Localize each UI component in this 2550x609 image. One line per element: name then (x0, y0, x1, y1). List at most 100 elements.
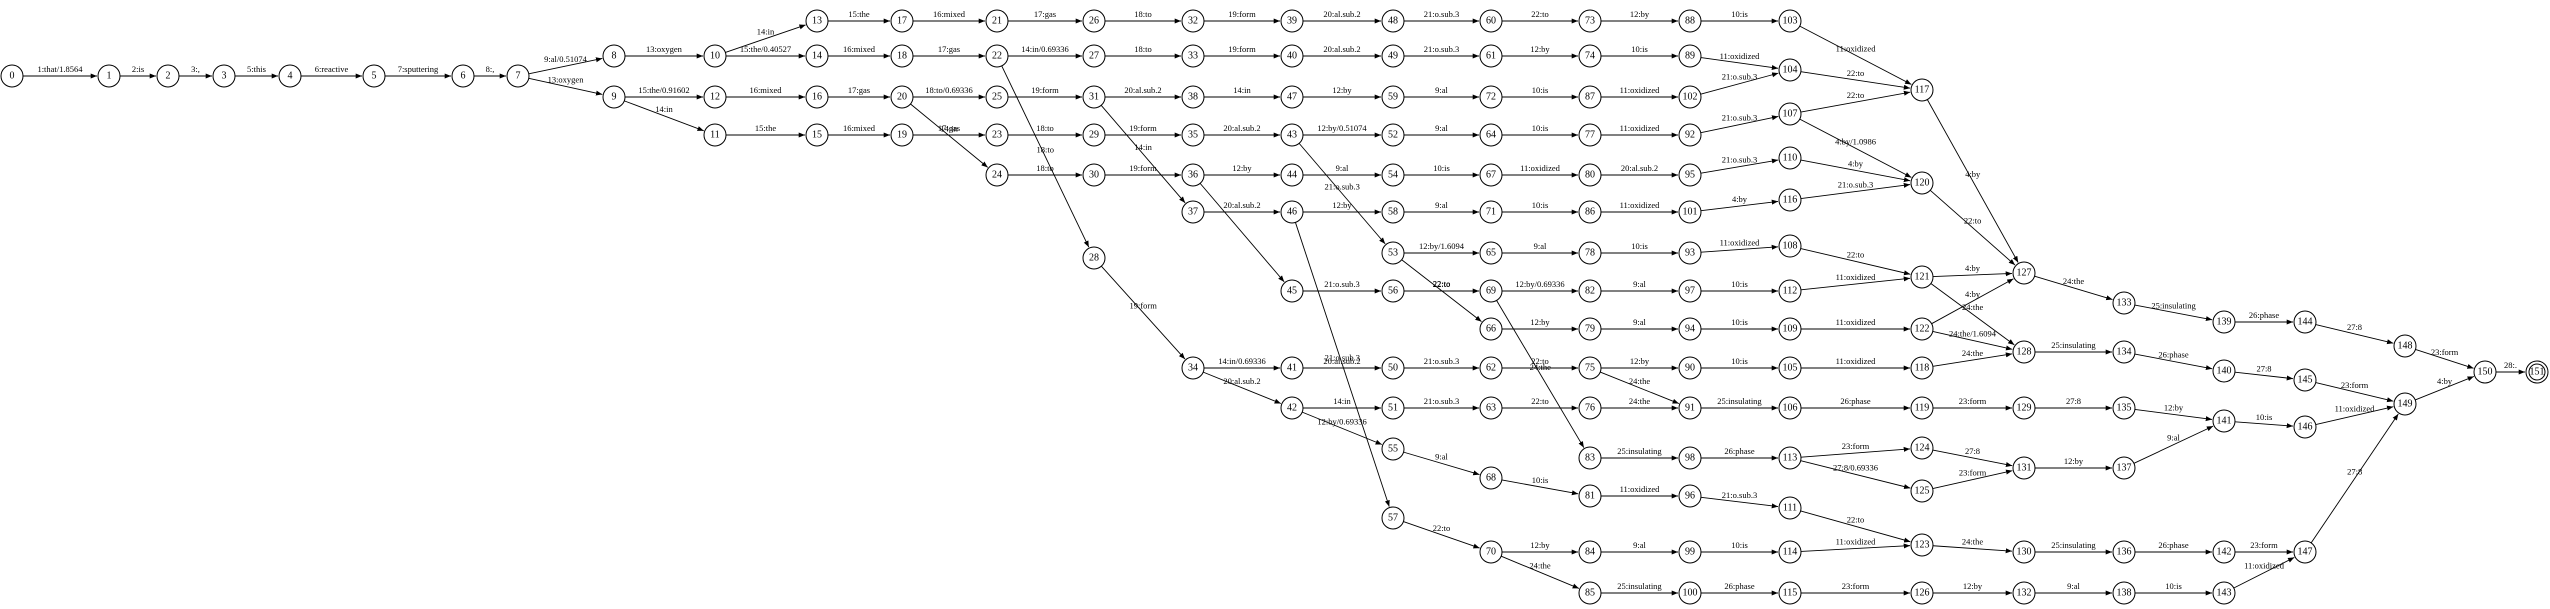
transition-68-81 (1501, 479, 1579, 496)
state-circle (985, 9, 1009, 33)
transition-label: 10:is (1731, 540, 1748, 550)
transition-label: 9:al (1633, 540, 1646, 550)
state-label: 71 (1486, 207, 1496, 218)
state-label: 58 (1388, 207, 1398, 218)
transition-label: 22:to (1847, 68, 1864, 78)
state-node: 39 (1280, 9, 1304, 33)
state-node: 121 (1910, 265, 1934, 289)
state-label: 87 (1585, 92, 1595, 103)
state-circle (1678, 200, 1702, 224)
state-circle (1280, 200, 1304, 224)
state-circle (1578, 123, 1602, 147)
state-node: 110 (1778, 146, 1802, 170)
transition-label: 1:that/1.8564 (37, 64, 83, 74)
transition-label: 26:phase (2158, 349, 2188, 359)
state-circle (805, 123, 829, 147)
state-node: 45 (1280, 279, 1304, 303)
state-node: 58 (1381, 200, 1405, 224)
state-label: 56 (1388, 286, 1398, 297)
state-label: 70 (1486, 547, 1496, 558)
transition-148-150 (2415, 348, 2474, 369)
state-circle (1479, 9, 1503, 33)
state-circle (602, 85, 626, 109)
state-node: 4 (278, 64, 302, 88)
state-label: 21 (992, 16, 1002, 27)
state-circle (602, 44, 626, 68)
state-label: 137 (2117, 463, 2132, 474)
transition-label: 12:by (1332, 200, 1352, 210)
state-node: 81 (1578, 484, 1602, 508)
state-circle (1181, 200, 1205, 224)
state-circle (890, 85, 914, 109)
state-label: 93 (1685, 248, 1695, 259)
state-label: 145 (2298, 375, 2313, 386)
state-circle (1280, 356, 1304, 380)
transition-label: 17:gas (938, 44, 960, 54)
state-label: 38 (1188, 92, 1198, 103)
transition-label: 22:to (1847, 514, 1864, 524)
state-circle (703, 123, 727, 147)
state-label: 37 (1188, 207, 1198, 218)
transition-label: 23:form (1959, 396, 1987, 406)
state-node: 62 (1479, 356, 1503, 380)
transition-140-145 (2234, 371, 2294, 381)
state-label: 31 (1089, 92, 1099, 103)
state-label: 112 (1783, 286, 1798, 297)
state-node: 16 (805, 85, 829, 109)
transition-label: 21:o.sub.3 (1722, 155, 1757, 165)
state-node: 20 (890, 85, 914, 109)
transition-label: 15:the (848, 9, 869, 19)
state-circle (2012, 456, 2036, 480)
state-label: 75 (1585, 363, 1595, 374)
state-label: 10 (710, 51, 720, 62)
state-label: 16 (812, 92, 822, 103)
state-label: 78 (1585, 248, 1595, 259)
state-node: 150 (2473, 360, 2497, 384)
state-node: 148 (2393, 334, 2417, 358)
state-label: 34 (1188, 363, 1198, 374)
state-node: 114 (1778, 540, 1802, 564)
transition-label: 4:by (1965, 263, 1981, 273)
state-circle (1678, 85, 1702, 109)
state-circle (1082, 163, 1106, 187)
state-label: 91 (1685, 403, 1695, 414)
state-circle (1778, 146, 1802, 170)
transition-89-104 (1700, 57, 1779, 70)
transition-label: 25:insulating (1617, 581, 1662, 591)
state-label: 101 (1683, 207, 1698, 218)
state-node: 144 (2293, 310, 2317, 334)
state-circle (1280, 279, 1304, 303)
state-label: 51 (1388, 403, 1398, 414)
transition-label: 11:oxidized (1620, 200, 1661, 210)
state-circle (890, 123, 914, 147)
transition-label: 4:by/1.0986 (1835, 136, 1876, 146)
state-circle (1778, 102, 1802, 126)
transition-label: 12:by (1630, 356, 1650, 366)
transition-34-42 (1203, 371, 1282, 404)
transition-111-123 (1800, 510, 1911, 543)
transition-label: 14:in/0.69336 (1218, 356, 1265, 366)
transition-127-133 (2034, 275, 2113, 301)
state-node: 141 (2212, 409, 2236, 433)
state-label: 143 (2217, 588, 2232, 599)
state-node: 32 (1181, 9, 1205, 33)
state-circle (2112, 396, 2136, 420)
transition-label: 24:the/1.6094 (1949, 328, 1997, 338)
transition-93-108 (1700, 244, 1779, 253)
state-circle (1082, 123, 1106, 147)
state-node: 146 (2293, 415, 2317, 439)
transition-label: 14:in (1233, 85, 1251, 95)
state-label: 151 (2530, 367, 2545, 378)
state-label: 117 (1915, 85, 1930, 96)
state-circle (1578, 44, 1602, 68)
state-node: 48 (1381, 9, 1405, 33)
transition-label: 12:by (1232, 163, 1252, 173)
state-node: 78 (1578, 241, 1602, 265)
state-label: 22 (992, 51, 1002, 62)
state-node: 25 (985, 85, 1009, 109)
transition-label: 20:al.sub.2 (1223, 376, 1260, 386)
state-node: 131 (2012, 456, 2036, 480)
transition-label: 21:o.sub.3 (1722, 72, 1757, 82)
state-label: 9 (612, 92, 617, 103)
state-label: 6 (461, 71, 466, 82)
